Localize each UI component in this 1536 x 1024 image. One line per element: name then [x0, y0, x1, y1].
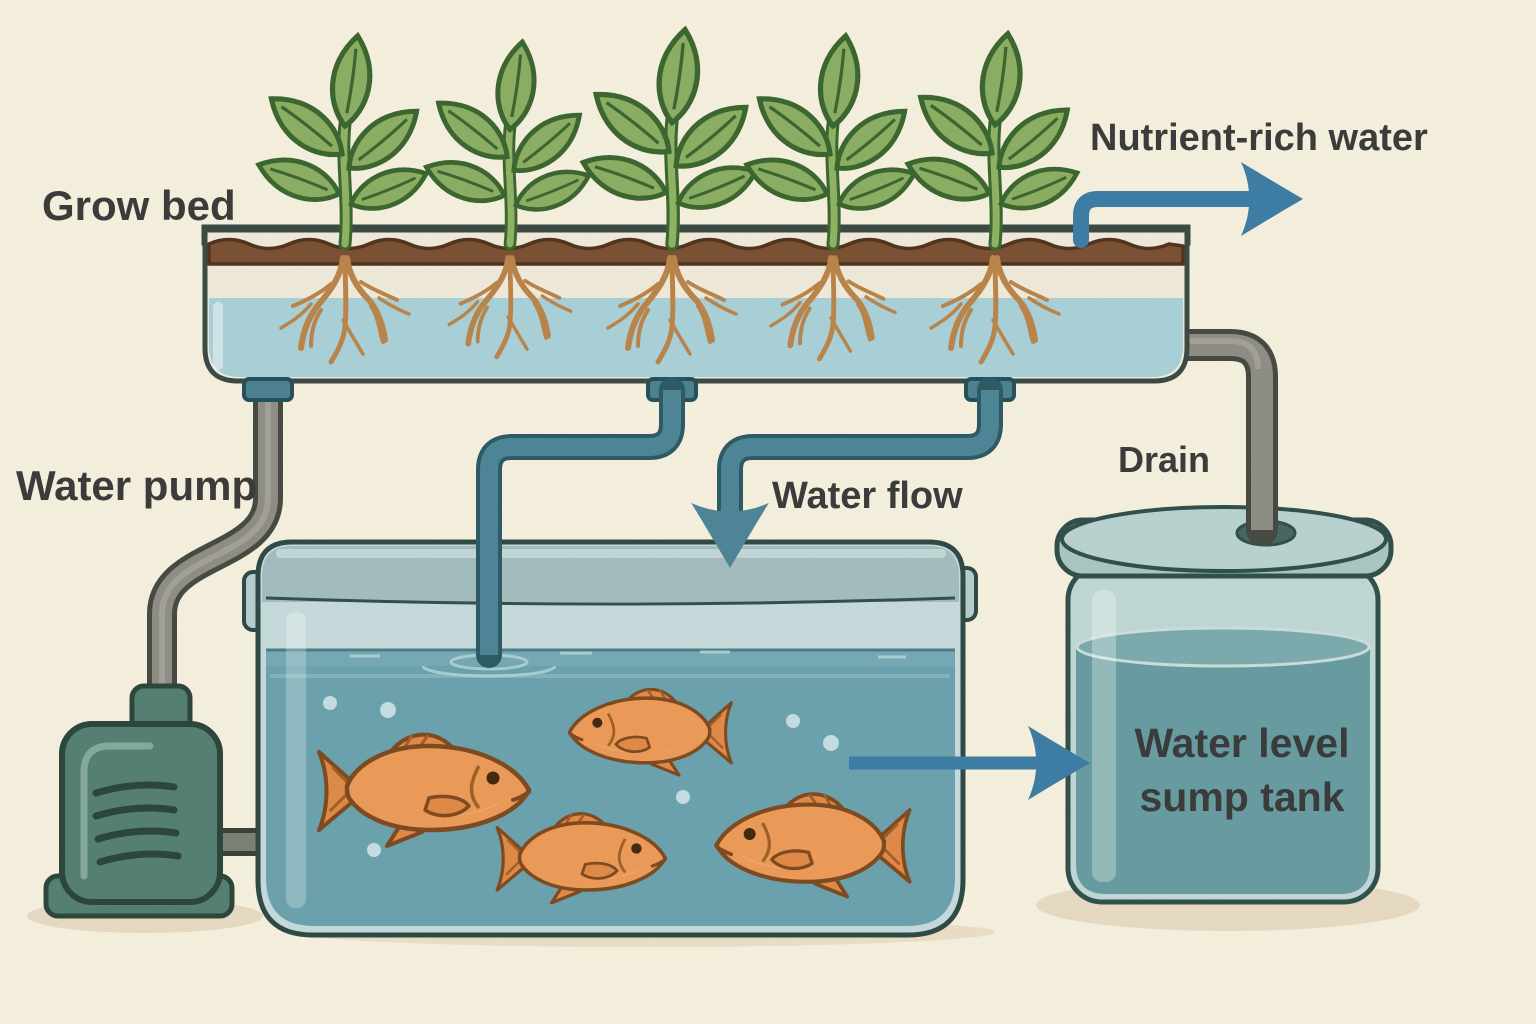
tank-water-top-band [266, 650, 955, 666]
sump-label-line1: Water level [1135, 720, 1350, 766]
grow-bed-label: Grow bed [42, 182, 236, 229]
sump-water-surface [1075, 626, 1371, 668]
drain-label: Drain [1118, 439, 1210, 480]
sump-tank [1054, 505, 1394, 905]
sump-glass-highlight [1092, 590, 1116, 882]
tank-glass-highlight [286, 612, 306, 908]
sump-label-line2: sump tank [1139, 774, 1344, 820]
water-pump-label: Water pump [16, 462, 257, 509]
fish-tank [242, 539, 978, 938]
sump-water [1076, 645, 1370, 894]
nutrient-rich-water-label: Nutrient-rich water [1090, 117, 1428, 159]
grow-bed-glass-highlight [213, 302, 223, 370]
water-flow-label: Water flow [772, 475, 963, 517]
tank-rim-highlight [276, 549, 946, 558]
sump-lid [1060, 505, 1388, 573]
